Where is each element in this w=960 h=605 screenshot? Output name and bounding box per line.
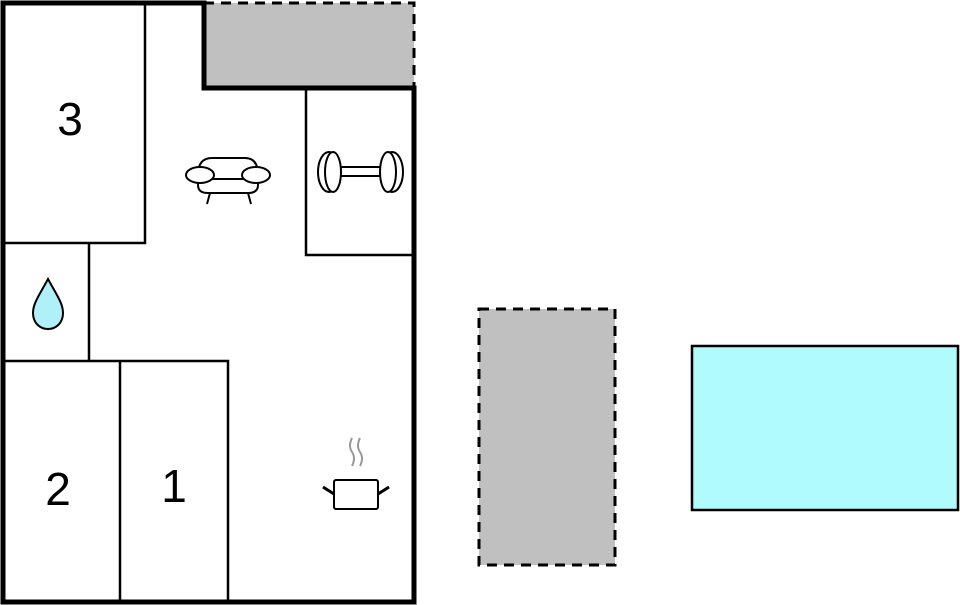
bedroom-1: 1: [161, 460, 187, 512]
sofa-icon: [185, 157, 271, 205]
terrace-top: [204, 1, 416, 88]
room-label-2: 2: [45, 463, 71, 515]
water-drop-icon: [31, 276, 65, 331]
cooking-pot-icon: [322, 437, 390, 510]
swimming-pool: [690, 344, 960, 512]
bedroom-3: 3: [5, 5, 147, 245]
bedroom-2: 2: [5, 359, 230, 600]
bathroom: [31, 243, 91, 361]
fitness-room: [304, 88, 412, 257]
dumbbell-icon: [317, 151, 404, 193]
room-label-1: 1: [161, 460, 187, 512]
outer-wall: [0, 0, 417, 605]
terrace-middle: [477, 307, 617, 567]
room-label-3: 3: [57, 93, 83, 145]
